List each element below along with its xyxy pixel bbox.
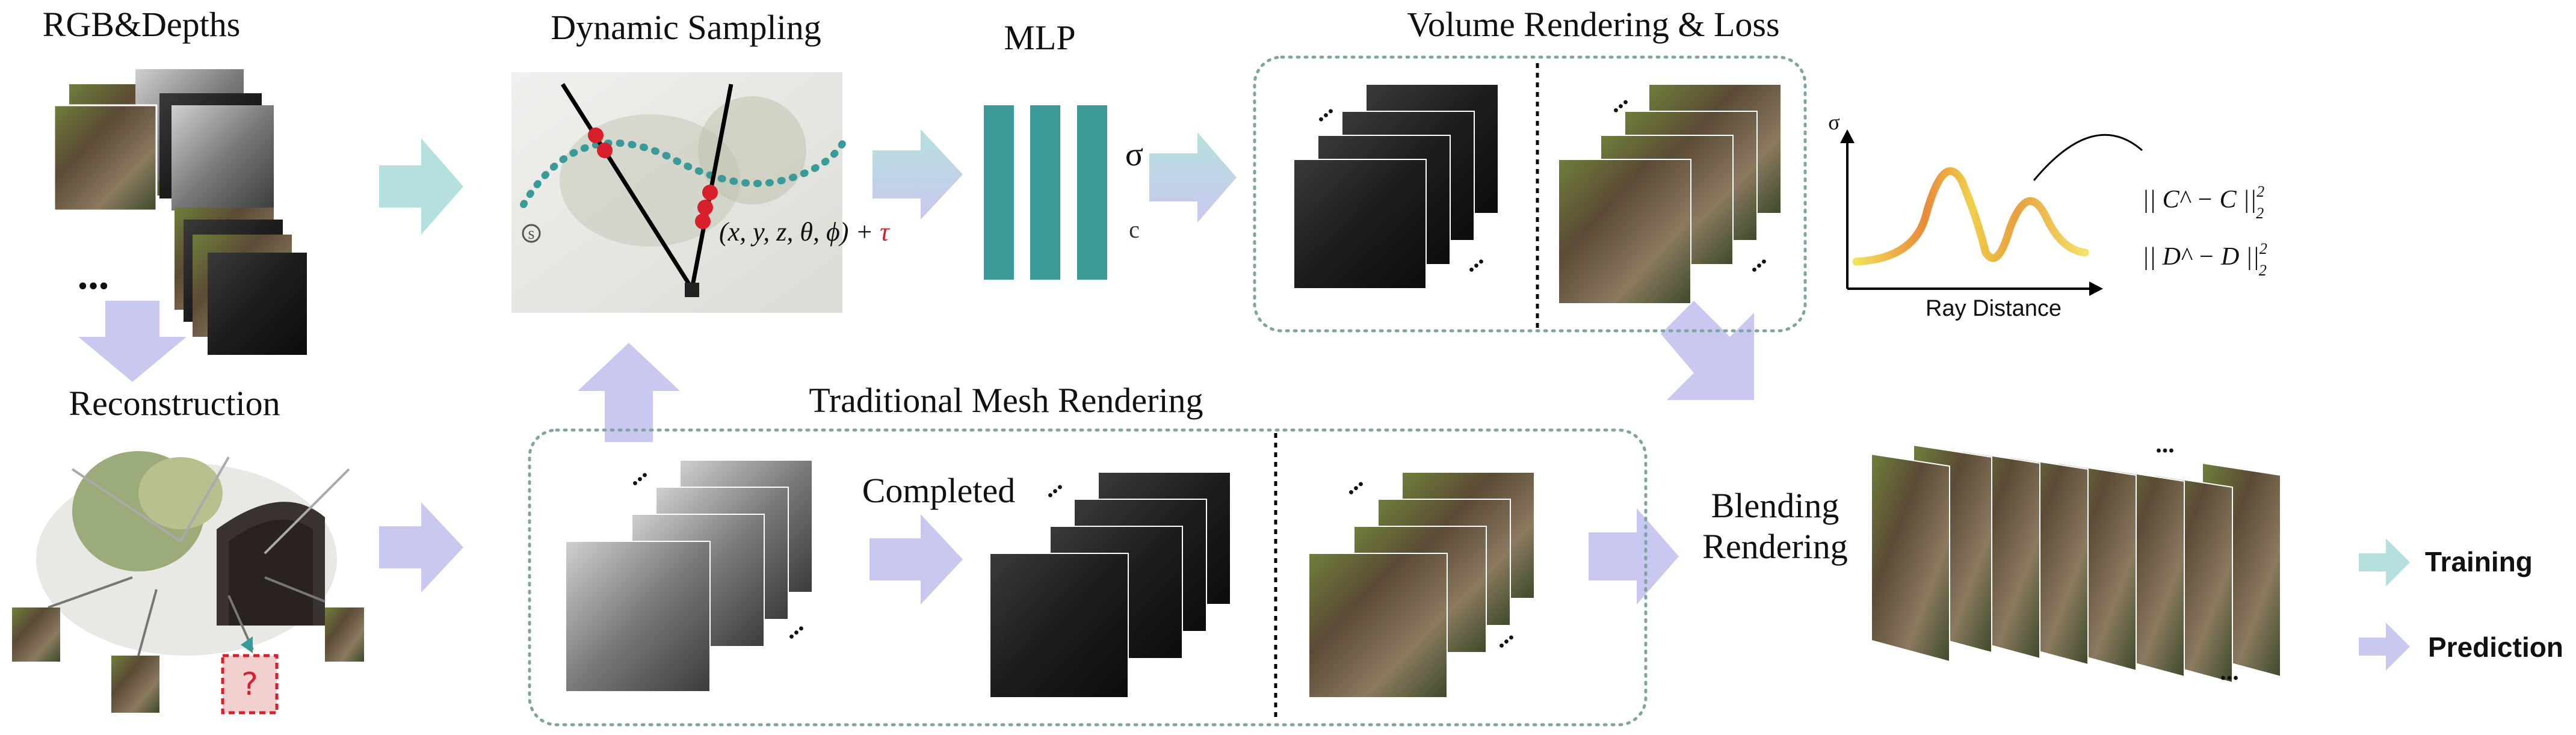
s-marker: s bbox=[528, 224, 535, 243]
legend-prediction-arrow bbox=[2359, 623, 2410, 671]
arrow-to-blending bbox=[1589, 508, 1679, 604]
sample-point bbox=[588, 128, 604, 143]
sample-point bbox=[695, 214, 711, 229]
dynamic-sampling-scene: s bbox=[511, 72, 849, 313]
arrow-mesh-up bbox=[578, 343, 680, 442]
svg-text:...: ... bbox=[1306, 94, 1338, 127]
label-blending-1: Blending bbox=[1711, 486, 1839, 525]
svg-text:...: ... bbox=[1739, 244, 1771, 277]
arrow-diag-volume-to-blend bbox=[1661, 301, 1754, 400]
mlp-layer bbox=[1030, 105, 1060, 280]
label-traditional-mesh: Traditional Mesh Rendering bbox=[809, 381, 1203, 420]
label-reconstruction: Reconstruction bbox=[69, 384, 280, 423]
ellipsis-rgb: ... bbox=[78, 252, 110, 298]
plot-y-axis-label: σ bbox=[1828, 110, 1839, 134]
volume-color-stack: ... ... bbox=[1558, 84, 1782, 304]
sample-point bbox=[697, 200, 713, 215]
volume-depth-stack: ... ... bbox=[1293, 84, 1499, 289]
arrow-completed bbox=[869, 514, 963, 604]
label-mlp: MLP bbox=[1004, 18, 1075, 57]
s-marker-circle bbox=[522, 224, 541, 243]
mesh-rendering-box bbox=[528, 428, 1648, 727]
density-curve bbox=[1852, 167, 2089, 266]
ellipsis-output-top: ... bbox=[2155, 431, 2175, 458]
unknown-view-icon: ? bbox=[241, 666, 258, 703]
svg-text:...: ... bbox=[620, 458, 652, 491]
arrow-down-reconstruction bbox=[78, 301, 187, 382]
volume-rendering-box bbox=[1253, 55, 1807, 333]
label-rgb-depths: RGB&Depths bbox=[43, 5, 241, 44]
svg-text:...: ... bbox=[1456, 244, 1489, 277]
label-volume-rendering: Volume Rendering & Loss bbox=[1407, 5, 1779, 44]
arrow-to-dynamic-sampling bbox=[379, 138, 463, 235]
sample-point bbox=[597, 143, 613, 158]
tau-symbol: τ bbox=[880, 217, 891, 247]
legend bbox=[2359, 538, 2410, 671]
svg-text:...: ... bbox=[1035, 470, 1067, 503]
mlp-layer bbox=[984, 105, 1014, 280]
arrow-to-mlp bbox=[873, 129, 963, 220]
mesh-gray-stack: ... ... bbox=[565, 458, 813, 692]
mlp-layer bbox=[1077, 105, 1107, 280]
label-completed: Completed bbox=[862, 471, 1016, 510]
rgb-depth-stack-top bbox=[53, 69, 274, 212]
legend-prediction-label: Prediction bbox=[2428, 632, 2563, 663]
sample-point bbox=[702, 185, 718, 200]
label-dynamic-sampling: Dynamic Sampling bbox=[551, 8, 821, 47]
arrow-to-volume bbox=[1149, 132, 1237, 223]
reconstruction-pointcloud: ? bbox=[12, 451, 364, 715]
plot-x-axis-label: Ray Distance bbox=[1926, 296, 2062, 321]
sample-tuple-formula: (x, y, z, θ, ϕ) + τ bbox=[719, 217, 891, 247]
arrow-recon-to-mesh bbox=[379, 502, 463, 592]
mesh-completed-stack: ... bbox=[989, 470, 1231, 698]
ellipsis-output-bottom: ... bbox=[2220, 658, 2239, 686]
label-blending-2: Rendering bbox=[1702, 527, 1848, 566]
legend-training-arrow bbox=[2359, 538, 2410, 586]
mlp-block bbox=[984, 105, 1107, 280]
mesh-color-stack: ... ... bbox=[1308, 467, 1535, 698]
blended-output-stack bbox=[1871, 444, 2281, 684]
svg-text:...: ... bbox=[1336, 467, 1368, 500]
camera-ray-left bbox=[561, 83, 694, 290]
mlp-sigma-output: σ bbox=[1125, 136, 1143, 173]
density-plot bbox=[1840, 129, 2143, 296]
legend-training-label: Training bbox=[2425, 546, 2533, 577]
rgb-depth-stack-bottom bbox=[175, 208, 307, 355]
sample-path-dotted bbox=[520, 135, 849, 208]
mlp-color-output: c bbox=[1129, 216, 1140, 243]
